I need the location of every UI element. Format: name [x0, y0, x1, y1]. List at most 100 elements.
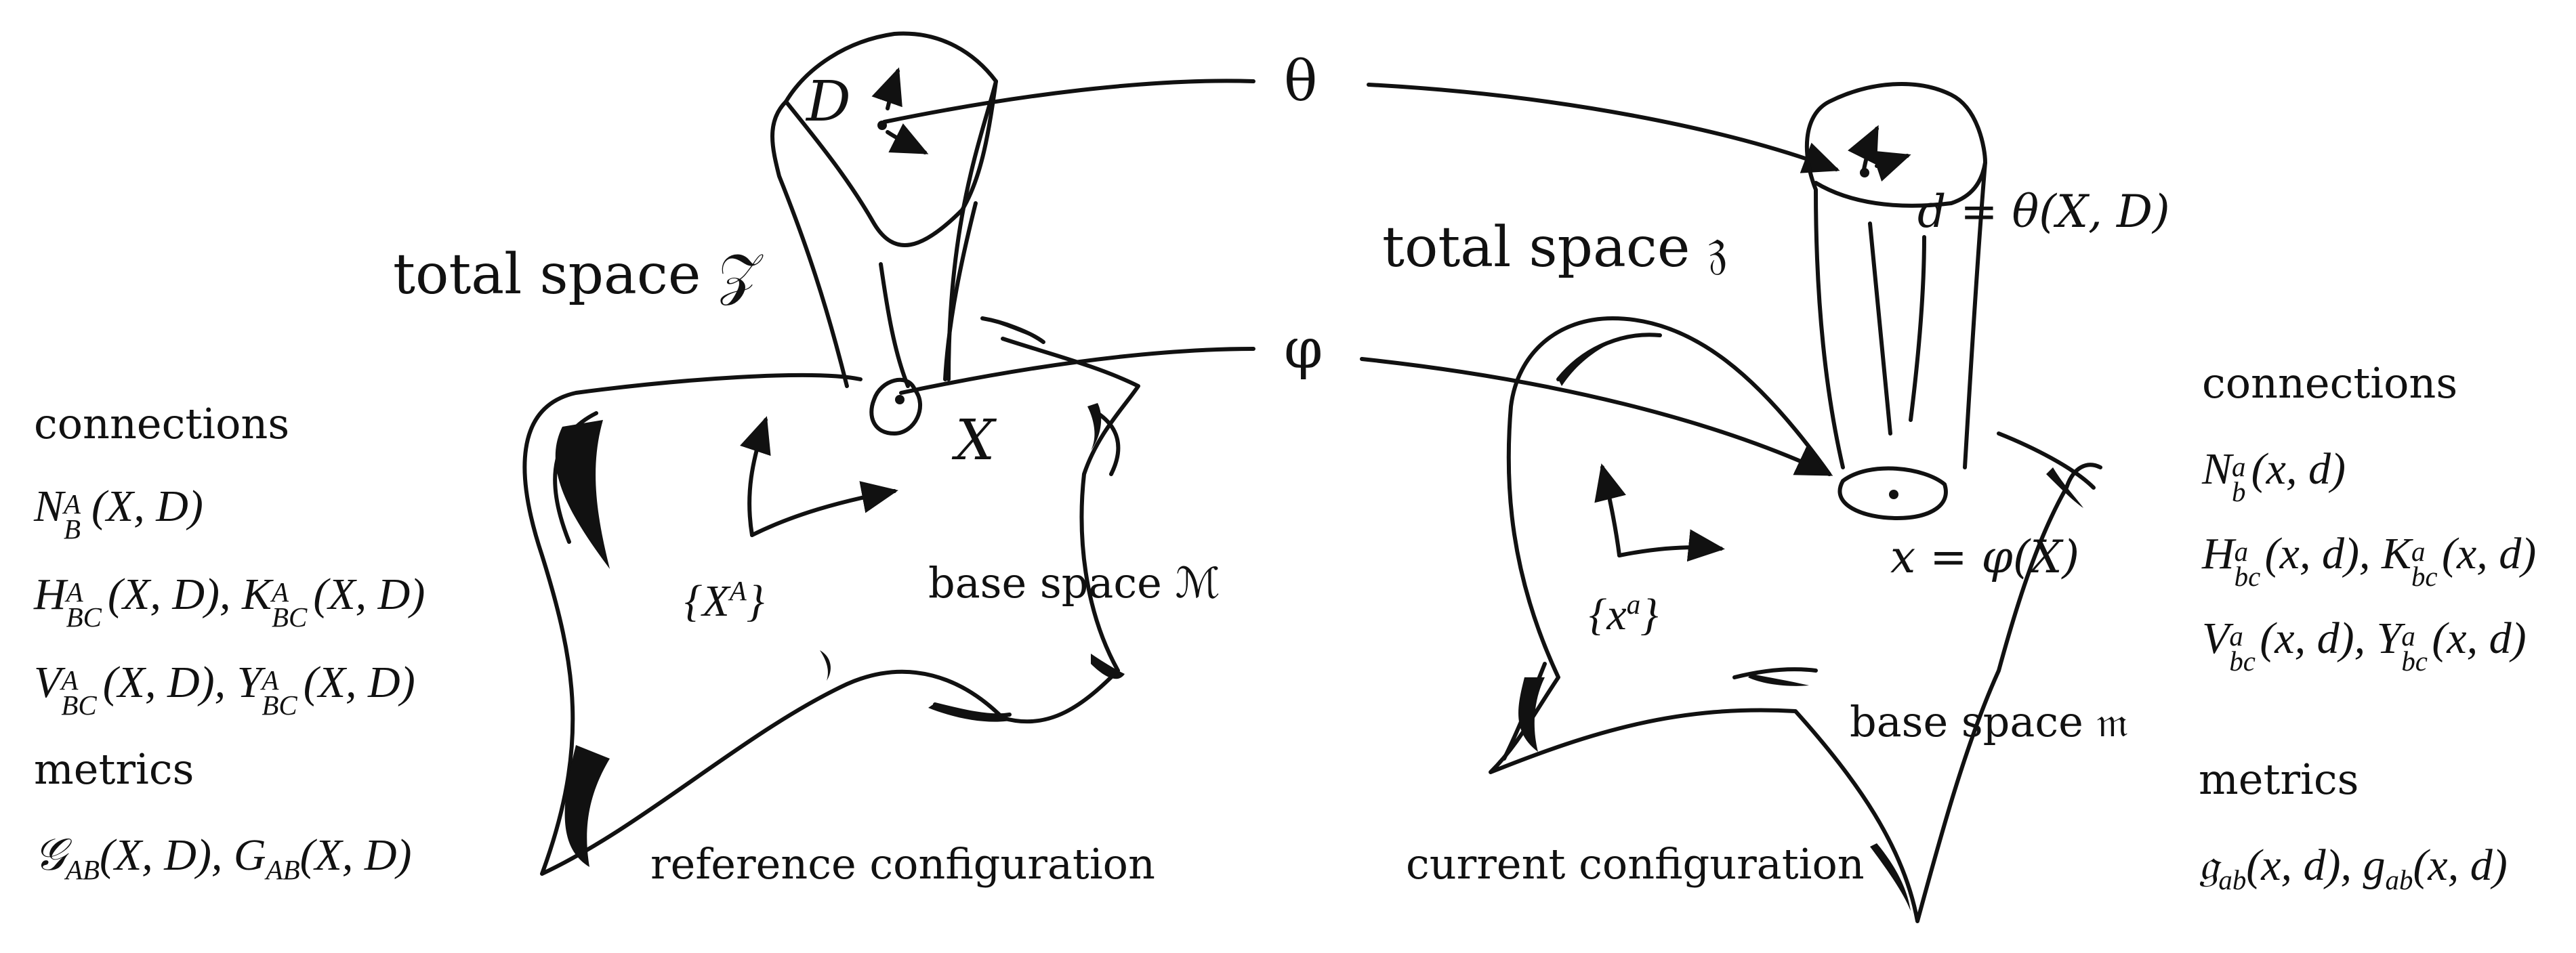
right-formula-N-sup: a — [2232, 452, 2246, 483]
right-formula-K-sup: a — [2411, 536, 2426, 568]
right-formula-V-args: (x, d), — [2260, 614, 2377, 663]
left-point-D — [877, 121, 887, 130]
left-coordinates-open: {X — [684, 576, 730, 626]
left-formula-Y-base: Y — [236, 658, 262, 707]
left-base-inner-edge-right — [1096, 411, 1121, 476]
left-coord-axis-up — [740, 416, 771, 537]
left-point-X-label: X — [955, 408, 995, 473]
right-x-equation-label: x = φ(X) — [1890, 531, 2080, 583]
right-formula-H-args: (x, d), — [2264, 529, 2382, 578]
right-fiber-cap — [1814, 161, 1987, 208]
right-fiber-funnel-outline — [1804, 81, 1987, 469]
left-formula-V-sub: BC — [61, 690, 97, 721]
right-base-manifold-outline — [1489, 316, 2102, 923]
right-formula-g: 𝔤ab(x, d), gab(x, d) — [2199, 841, 2508, 895]
right-shading-left — [1518, 677, 1545, 752]
right-base-inner-edge-top — [1556, 333, 1662, 381]
right-d-equation-label: d = θ(X, D) — [1917, 186, 2170, 238]
left-base-space-label: base space ℳ — [928, 558, 1220, 608]
left-fiber-inner-line-2 — [943, 201, 978, 381]
right-formula-V-base: V — [2202, 614, 2230, 663]
left-formula-K-args: (X, D) — [313, 570, 425, 619]
right-formula-N-args: (x, d) — [2251, 444, 2346, 494]
right-formula-Y-base: Y — [2376, 614, 2402, 663]
right-formula-N-sub: b — [2232, 477, 2246, 508]
left-formula-K-sup: A — [272, 577, 289, 608]
left-fiber-funnel-outline — [770, 31, 998, 388]
left-total-space-label: total space 𝒵 — [393, 242, 761, 307]
left-formula-G2-base: G — [233, 830, 266, 880]
right-coord-axis-right — [1617, 529, 1725, 562]
right-formula-g2-sub: ab — [2385, 865, 2413, 896]
left-connections-heading: connections — [34, 399, 290, 448]
left-formula-G: 𝒢AB(X, D), GAB(X, D) — [34, 830, 412, 885]
left-fiber-cap — [784, 79, 998, 248]
left-shading-small — [820, 650, 831, 681]
left-formula-N-sup: A — [64, 489, 81, 520]
left-shading-left — [555, 420, 610, 569]
right-base-inner-edge-bottom — [1732, 667, 1818, 679]
left-formula-H-sub: BC — [66, 602, 102, 633]
left-formula-G1-base: 𝒢 — [34, 830, 66, 880]
left-formula-G1-sub: AB — [66, 855, 100, 886]
right-coordinates-sup: a — [1626, 589, 1641, 620]
left-caption: reference configuration — [650, 839, 1155, 889]
right-formula-H-sup: a — [2234, 536, 2249, 568]
theta-label: θ — [1284, 49, 1318, 114]
left-base-inner-edge-top — [980, 316, 1045, 344]
left-formula-Y-args: (X, D) — [303, 658, 415, 707]
left-shading-right-low — [1091, 654, 1125, 679]
right-formula-Y-sub: bc — [2401, 646, 2428, 677]
right-director-arrow-up — [1848, 125, 1879, 175]
right-shading-bottom — [1870, 843, 1911, 911]
right-formula-H-sub: bc — [2234, 562, 2261, 593]
right-director-arrow-right — [1871, 150, 1911, 182]
right-base-space-label: base space 𝔪 — [1850, 697, 2129, 746]
left-shading-right-high — [1087, 403, 1102, 450]
left-formula-G1-args: (X, D), — [99, 830, 234, 880]
right-formula-g1-base: 𝔤 — [2199, 841, 2219, 890]
left-formula-G2-args: (X, D) — [299, 830, 412, 880]
left-formula-V-args: (X, D), — [102, 658, 237, 707]
left-base-manifold-outline — [522, 337, 1140, 876]
right-base-inner-edge-right — [1997, 431, 2096, 490]
left-fiber-inner-line-1 — [879, 262, 910, 388]
right-point-d — [1860, 168, 1869, 177]
right-caption: current configuration — [1406, 839, 1865, 889]
right-shading-top — [1558, 342, 1613, 386]
left-formula-Y-sup: A — [262, 665, 279, 696]
left-point-D-label: D — [806, 70, 851, 134]
left-coordinates-close: } — [746, 576, 765, 626]
left-shading-bottom — [928, 703, 1016, 722]
right-formula-g2-base: g — [2363, 841, 2386, 890]
right-point-x-blob — [1837, 466, 1948, 520]
right-fiber-inner-line-1 — [1868, 221, 1892, 436]
left-formula-G2-sub: AB — [266, 855, 300, 886]
left-coordinates-label: {XA} — [684, 576, 765, 626]
right-formula-g2-args: (x, d) — [2413, 841, 2508, 890]
left-director-arrow-down — [886, 123, 929, 154]
right-formula-H-base: H — [2202, 529, 2235, 578]
theta-arrow-right-segment — [1367, 83, 1840, 173]
left-shading-lower-left — [564, 745, 610, 867]
left-formula-N-args: (X, D) — [91, 482, 203, 531]
right-metrics-heading: metrics — [2199, 755, 2359, 804]
left-formula-N-sub: B — [64, 514, 81, 545]
right-formula-V-sub: bc — [2229, 646, 2256, 677]
left-director-arrow-up — [871, 67, 902, 110]
phi-arrow-right-segment — [1360, 357, 1833, 476]
left-formula-V-sup: A — [61, 665, 79, 696]
right-formula-Y-args: (x, d) — [2432, 614, 2527, 663]
